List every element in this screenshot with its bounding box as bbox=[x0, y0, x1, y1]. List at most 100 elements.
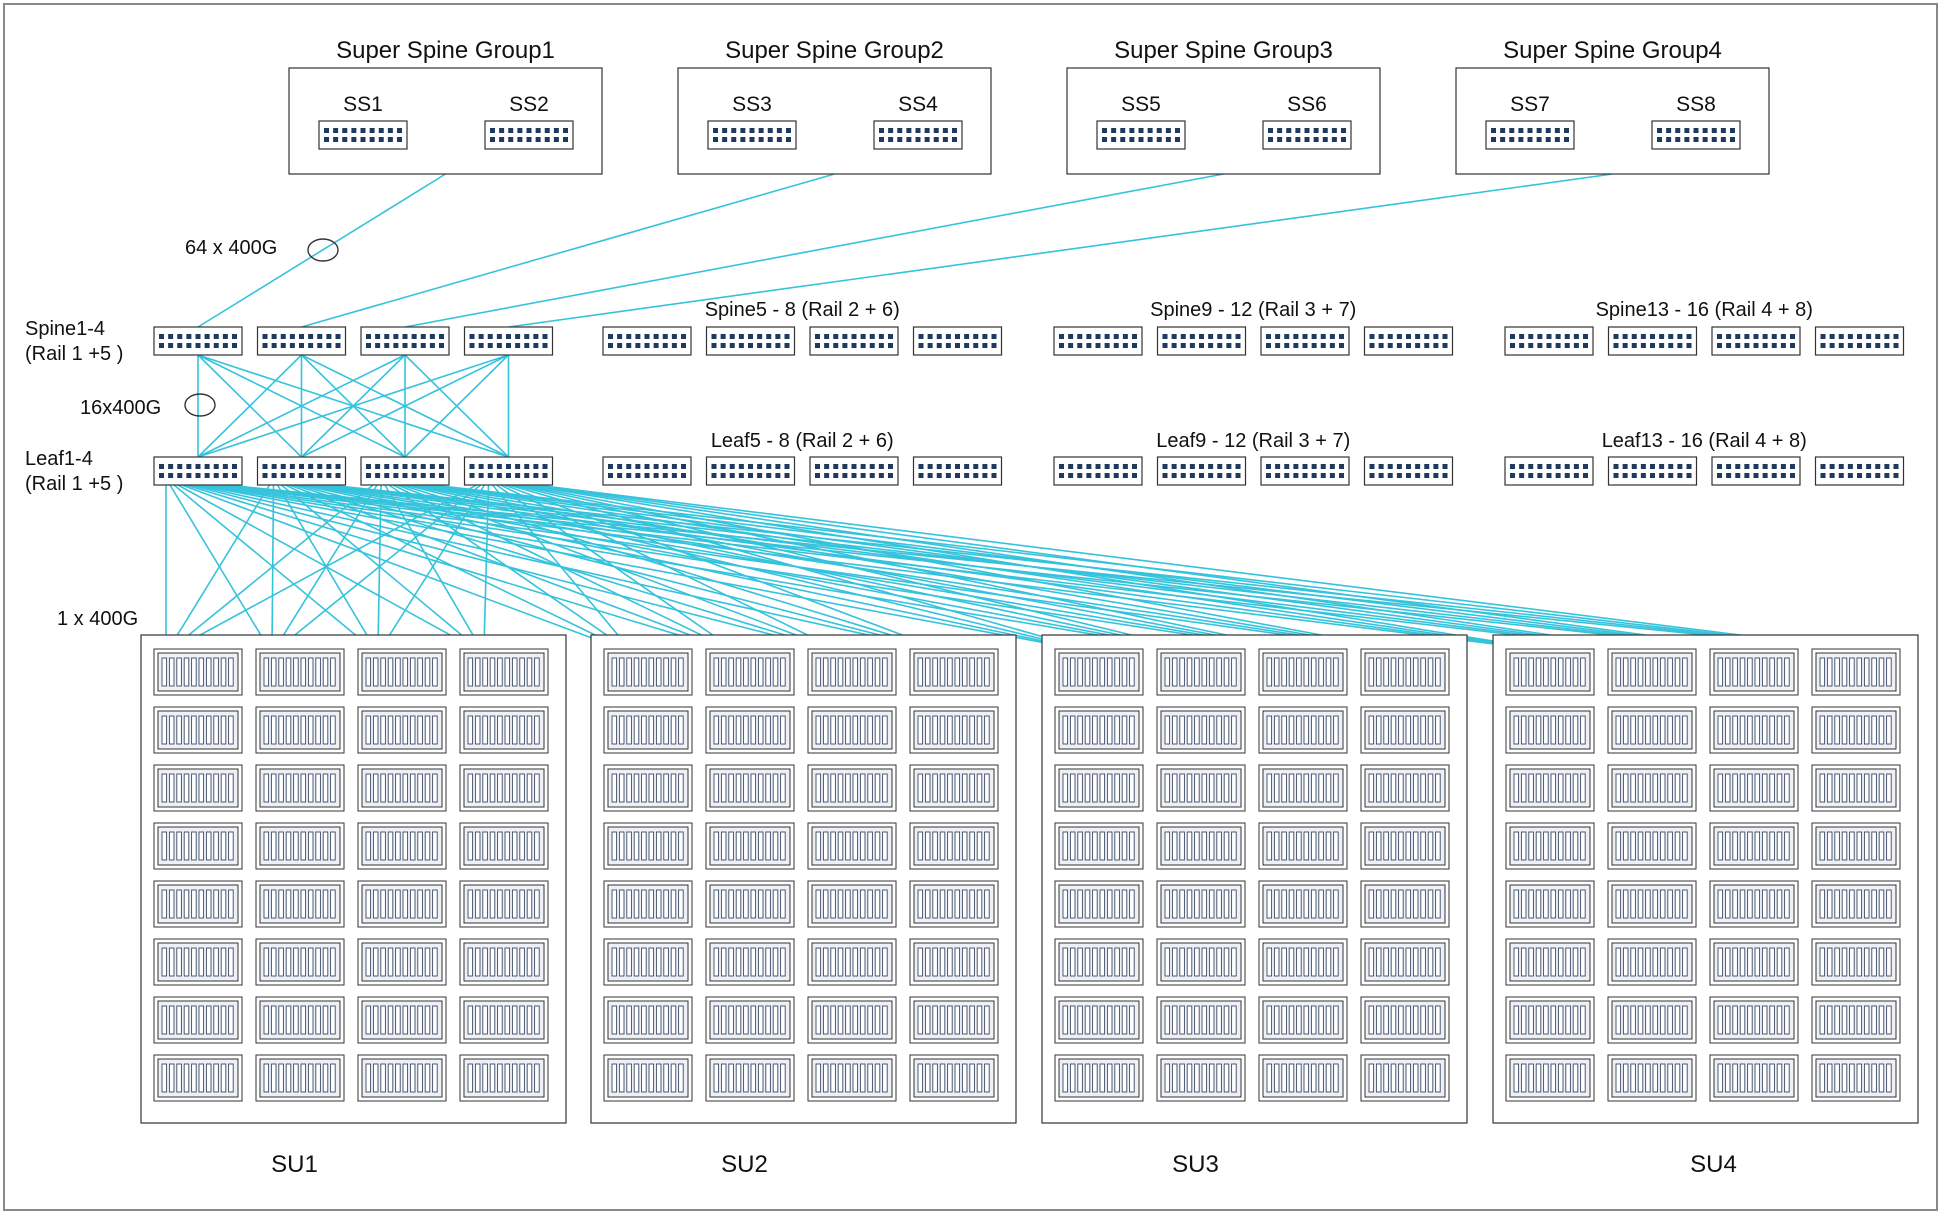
gpu-slot bbox=[519, 831, 525, 861]
gpu-slot bbox=[1682, 657, 1688, 687]
gpu-server bbox=[705, 822, 795, 870]
gpu-slot bbox=[1622, 1005, 1629, 1035]
gpu-slot bbox=[1368, 1005, 1375, 1035]
gpu-slot bbox=[961, 831, 968, 861]
gpu-slot bbox=[1580, 715, 1586, 745]
gpu-slot bbox=[1528, 657, 1534, 687]
switch-port bbox=[262, 473, 268, 478]
gpu-slot bbox=[837, 657, 844, 687]
gpu-slot bbox=[1114, 889, 1120, 919]
gpu-slot bbox=[678, 715, 684, 745]
gpu-slot bbox=[1615, 1005, 1622, 1035]
gpu-slot bbox=[1179, 889, 1185, 919]
gpu-slot bbox=[924, 947, 931, 977]
gpu-slot bbox=[1310, 947, 1317, 977]
gpu-slot bbox=[1761, 1063, 1768, 1093]
switch-port bbox=[1086, 473, 1092, 478]
gpu-slot bbox=[228, 889, 234, 919]
gpu-server bbox=[153, 764, 243, 812]
gpu-slot bbox=[467, 657, 474, 687]
switch-port bbox=[964, 334, 970, 339]
gpu-slot bbox=[1266, 657, 1273, 687]
switch-port bbox=[936, 464, 942, 469]
spine-switch bbox=[153, 326, 243, 356]
gpu-slot bbox=[228, 947, 234, 977]
gpu-slot bbox=[293, 715, 299, 745]
gpu-slot bbox=[670, 773, 677, 803]
gpu-slot bbox=[1208, 889, 1215, 919]
switch-port bbox=[757, 464, 763, 469]
gpu-slot bbox=[1171, 1005, 1178, 1035]
switch-port bbox=[1286, 128, 1292, 133]
gpu-slot bbox=[750, 1063, 757, 1093]
gpu-slot bbox=[954, 773, 961, 803]
gpu-server bbox=[1505, 822, 1595, 870]
switch-port bbox=[204, 464, 210, 469]
gpu-slot bbox=[976, 657, 983, 687]
switch-port bbox=[1339, 473, 1344, 478]
gpu-slot bbox=[713, 831, 720, 861]
gpu-slot bbox=[432, 947, 438, 977]
switch-port bbox=[1217, 464, 1223, 469]
gpu-slot bbox=[1739, 889, 1746, 919]
gpu-server bbox=[807, 880, 897, 928]
switch-port bbox=[1102, 137, 1107, 142]
gpu-slot bbox=[1390, 889, 1397, 919]
switch-body bbox=[707, 120, 797, 150]
gpu-slot bbox=[1201, 1063, 1208, 1093]
gpu-slot bbox=[372, 947, 379, 977]
switch-port bbox=[653, 473, 659, 478]
gpu-slot bbox=[1871, 715, 1877, 745]
gpu-slot bbox=[395, 773, 401, 803]
switch-port bbox=[1424, 343, 1430, 348]
gpu-slot bbox=[1630, 947, 1636, 977]
gpu-slot bbox=[713, 947, 720, 977]
gpu-slot bbox=[1318, 657, 1324, 687]
gpu-slot bbox=[1871, 831, 1877, 861]
switch-port bbox=[1442, 334, 1448, 339]
gpu-slot bbox=[1739, 773, 1746, 803]
gpu-slot bbox=[380, 889, 386, 919]
gpu-slot bbox=[845, 1063, 851, 1093]
switch-port bbox=[1519, 464, 1525, 469]
gpu-slot bbox=[1784, 1063, 1790, 1093]
switch-port bbox=[1162, 473, 1168, 478]
switch-port bbox=[299, 473, 304, 478]
gpu-slot bbox=[1310, 831, 1317, 861]
switch-port bbox=[1735, 464, 1741, 469]
switch-port bbox=[1528, 334, 1534, 339]
gpu-slot bbox=[1886, 657, 1892, 687]
gpu-slot bbox=[1724, 773, 1731, 803]
super-spine-switch bbox=[1485, 120, 1575, 150]
gpu-slot bbox=[1208, 1063, 1215, 1093]
gpu-slot bbox=[961, 657, 968, 687]
gpu-slot bbox=[1325, 889, 1332, 919]
gpu-slot bbox=[822, 1063, 829, 1093]
gpu-slot bbox=[330, 657, 336, 687]
switch-port bbox=[1293, 473, 1299, 478]
gpu-slot bbox=[1405, 831, 1412, 861]
gpu-server bbox=[1054, 996, 1144, 1044]
switch-port bbox=[918, 464, 924, 469]
switch-port bbox=[671, 334, 677, 339]
gpu-slot bbox=[1375, 657, 1382, 687]
switch-port bbox=[964, 343, 970, 348]
switch-port bbox=[982, 334, 988, 339]
switch-port bbox=[1677, 473, 1683, 478]
gpu-slot bbox=[743, 889, 749, 919]
gpu-slot bbox=[1368, 715, 1375, 745]
gpu-slot bbox=[432, 1063, 438, 1093]
gpu-slot bbox=[497, 831, 503, 861]
switch-port bbox=[1622, 464, 1628, 469]
gpu-slot bbox=[1630, 657, 1636, 687]
switch-port bbox=[326, 464, 332, 469]
gpu-slot bbox=[1886, 773, 1892, 803]
switch-port bbox=[402, 334, 408, 339]
switch-port bbox=[1387, 473, 1393, 478]
gpu-slot bbox=[1288, 947, 1295, 977]
gpu-slot bbox=[1099, 657, 1106, 687]
gpu-slot bbox=[1856, 947, 1863, 977]
switch-port bbox=[1753, 343, 1759, 348]
gpu-slot bbox=[822, 947, 829, 977]
gpu-slot bbox=[1310, 889, 1317, 919]
